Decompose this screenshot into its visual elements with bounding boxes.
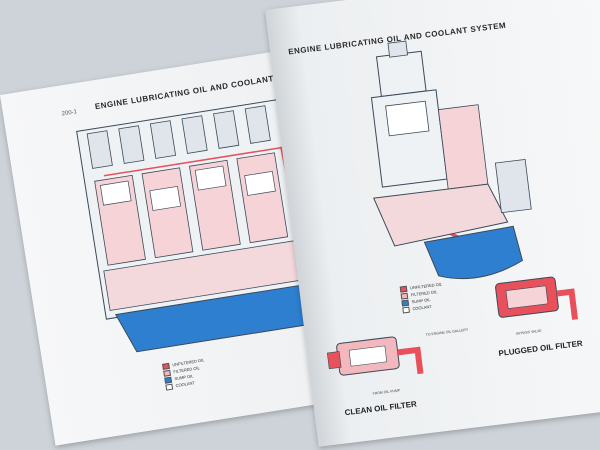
legend-swatch — [161, 362, 170, 370]
right-legend: UNFILTERED OIL FILTERED OIL SUMP OIL COO… — [399, 280, 445, 313]
right-page: 200-2 ENGINE LUBRICATING OIL AND COOLANT… — [265, 0, 600, 447]
legend-swatch — [399, 285, 408, 293]
legend-swatch — [164, 376, 173, 384]
clean-filter-illustration — [326, 336, 424, 376]
left-page: 200-1 ENGINE LUBRICATING OIL AND COOLANT… — [0, 38, 412, 446]
plugged-filter-illustration — [495, 276, 579, 320]
legend-swatch — [401, 299, 410, 306]
legend-swatch — [165, 383, 174, 391]
engine-side-cutaway-diagram — [76, 97, 320, 353]
legend-label: COOLANT — [412, 303, 433, 312]
legend-swatch — [400, 292, 409, 300]
legend-swatch — [163, 369, 171, 377]
engine-end-cutaway-diagram — [326, 40, 579, 376]
legend-swatch — [402, 306, 410, 313]
